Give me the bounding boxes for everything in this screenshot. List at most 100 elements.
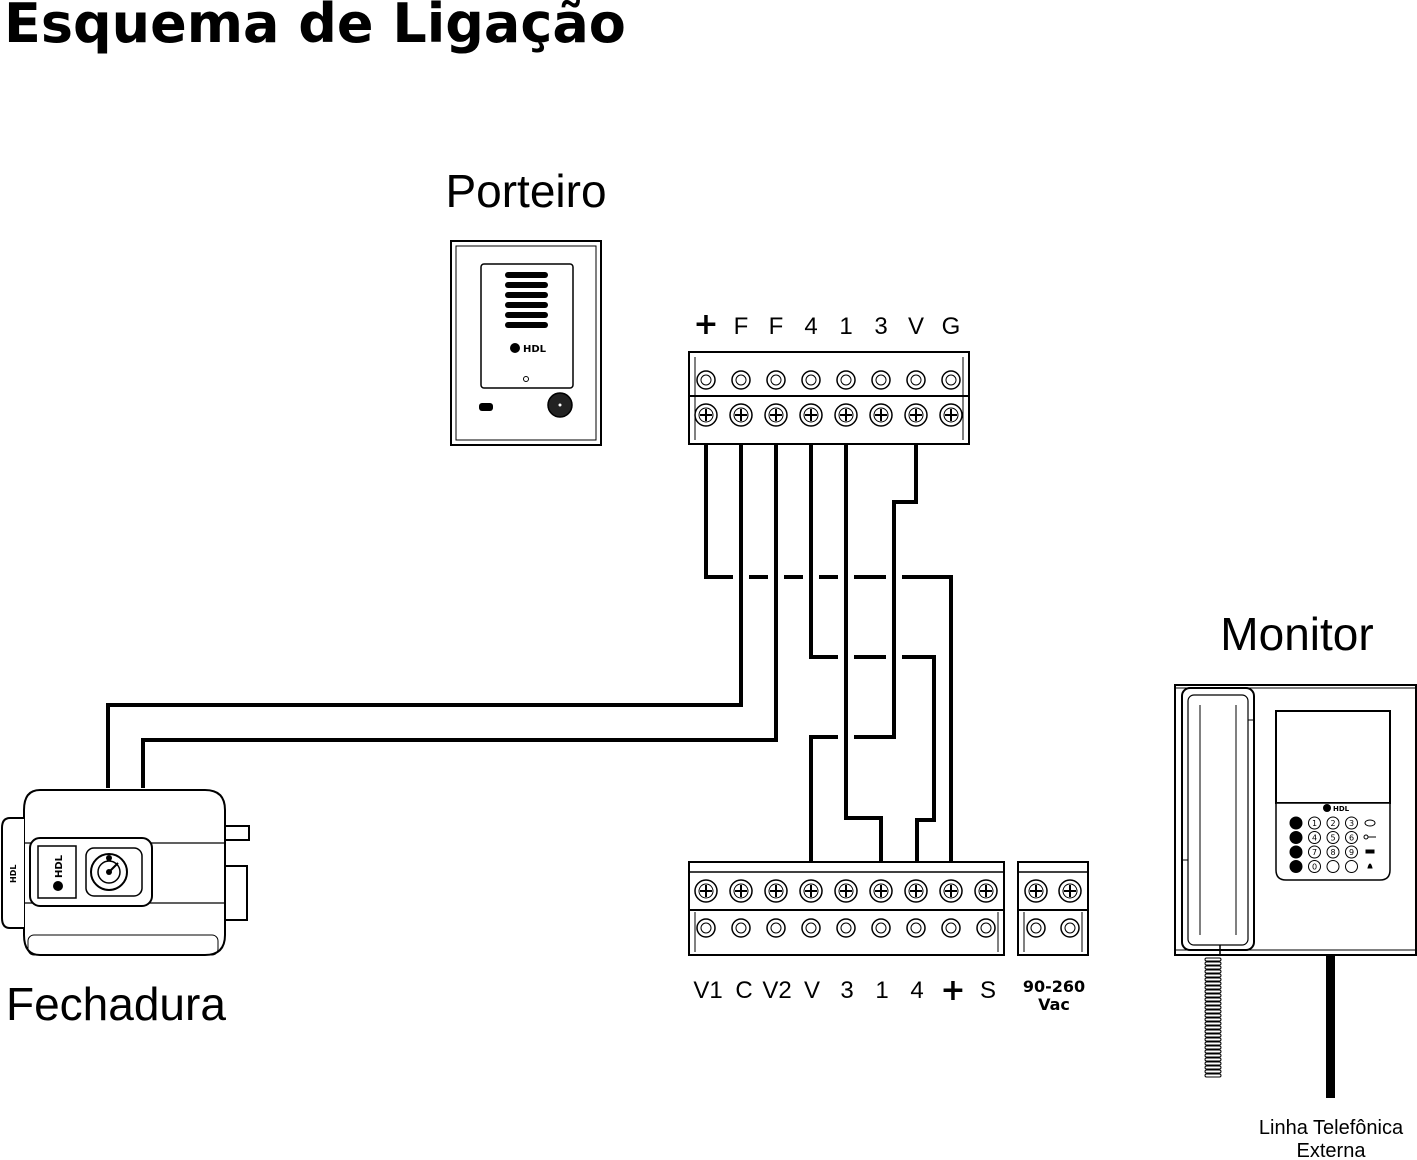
porteiro-terminal-block: + F F 4 1 3 V G xyxy=(688,307,970,445)
keypad-key[interactable]: 0 xyxy=(1308,860,1321,873)
cord-coil xyxy=(1204,981,1222,986)
wire-f2-fechadura xyxy=(141,444,778,788)
fechadura-bolt xyxy=(224,825,250,841)
cord-coil xyxy=(1204,1017,1222,1022)
central-label-1: 1 xyxy=(875,977,888,1004)
monitor-function-icons xyxy=(1363,819,1376,869)
wire-entry-hole xyxy=(766,370,786,390)
microphone-icon xyxy=(479,403,493,411)
screw-terminal-icon xyxy=(834,879,858,903)
screw-terminal-icon xyxy=(834,403,858,427)
cord-coil xyxy=(1204,1025,1222,1030)
cord-coil xyxy=(1204,973,1222,978)
porteiro-label: Porteiro xyxy=(445,165,606,217)
monitor-label: Monitor xyxy=(1220,608,1373,660)
fechadura-brand: HDL xyxy=(54,854,65,878)
keypad-key[interactable]: 8 xyxy=(1326,845,1340,859)
power-block-body xyxy=(1017,861,1089,956)
cord-coil xyxy=(1204,1057,1222,1062)
keypad-key[interactable]: 3 xyxy=(1345,816,1358,830)
cord-coil xyxy=(1204,1049,1222,1054)
central-block-body xyxy=(688,861,1005,956)
cord-coil xyxy=(1204,997,1222,1002)
cord-coil xyxy=(1204,1061,1222,1066)
keypad-key[interactable]: 2 xyxy=(1326,816,1340,830)
terminal-label-g: G xyxy=(942,313,961,340)
wire-f1-fechadura xyxy=(106,444,743,788)
page-title: Esquema de Ligação xyxy=(4,0,626,55)
cord-coil xyxy=(1204,985,1222,990)
bell-icon xyxy=(1367,863,1373,869)
phone-line-label-2: Externa xyxy=(1297,1140,1367,1160)
wire-plus xyxy=(704,444,953,862)
screw-terminal-icon xyxy=(694,403,718,427)
eye-icon xyxy=(1364,819,1376,827)
keypad-key-label: 4 xyxy=(1312,834,1317,843)
keypad-key[interactable]: 9 xyxy=(1345,845,1358,859)
central-label-v1: V1 xyxy=(693,977,722,1004)
porteiro-device: Porteiro HDL xyxy=(445,165,607,446)
cord-coil xyxy=(1204,977,1222,982)
coiled-cord-icon xyxy=(1204,945,1222,1078)
monitor-screen xyxy=(1275,710,1391,804)
wire-v xyxy=(809,444,918,862)
keypad-key-label: 0 xyxy=(1312,863,1317,872)
wire-entry-hole xyxy=(836,918,856,938)
power-terminal-block: 90-260 Vac xyxy=(1017,861,1089,1014)
monitor-brand: HDL xyxy=(1333,805,1350,813)
central-label-s: S xyxy=(980,977,996,1004)
wire-entry-hole xyxy=(976,918,996,938)
keypad-key-label: 3 xyxy=(1349,819,1354,828)
cord-coil xyxy=(1204,1013,1222,1018)
keypad-key[interactable] xyxy=(1345,860,1358,873)
fechadura-logo: HDL xyxy=(53,854,65,891)
cord-coil xyxy=(1204,1045,1222,1050)
keypad-key[interactable]: 6 xyxy=(1345,831,1358,844)
cord-coil xyxy=(1204,1009,1222,1014)
fechadura-device: HDL HDL Fechadura xyxy=(1,789,250,1030)
screw-terminal-icon xyxy=(1058,879,1082,903)
screw-terminal-icon xyxy=(764,879,788,903)
keypad-key[interactable]: 1 xyxy=(1308,816,1321,830)
terminal-label-4: 4 xyxy=(804,313,817,340)
wire-entry-hole xyxy=(731,918,751,938)
screw-terminal-icon xyxy=(939,403,963,427)
keypad-key[interactable] xyxy=(1289,831,1303,844)
keypad-key[interactable] xyxy=(1289,845,1303,859)
fechadura-label: Fechadura xyxy=(6,978,226,1030)
porteiro-screw-icon xyxy=(523,376,529,382)
porteiro-block-body xyxy=(688,351,970,445)
screw-terminal-icon xyxy=(904,879,928,903)
central-terminal-block: V1 C V2 V 3 1 4 + S xyxy=(688,861,1005,1008)
keypad-key[interactable]: 5 xyxy=(1326,831,1340,844)
keypad-key-label: 6 xyxy=(1349,834,1354,843)
keypad-key[interactable]: 4 xyxy=(1308,831,1321,844)
keypad-key-label: 2 xyxy=(1330,819,1335,828)
screw-terminal-icon xyxy=(869,879,893,903)
keypad-key[interactable] xyxy=(1289,816,1303,830)
cord-coil xyxy=(1204,957,1222,962)
wire-entry-hole xyxy=(871,918,891,938)
wire-entry-hole xyxy=(696,370,716,390)
screw-terminal-icon xyxy=(974,879,998,903)
terminal-label-plus: + xyxy=(693,307,718,342)
cord-coil xyxy=(1204,969,1222,974)
power-label-vac: Vac xyxy=(1038,995,1070,1014)
wire-entry-hole xyxy=(836,370,856,390)
cord-coil xyxy=(1204,993,1222,998)
wire-entry-hole xyxy=(871,370,891,390)
keypad-key[interactable] xyxy=(1326,860,1340,873)
central-label-v2: V2 xyxy=(762,977,791,1004)
wire-entry-hole xyxy=(1060,918,1080,938)
fechadura-latch xyxy=(224,865,248,921)
phone-line-cable xyxy=(1326,955,1335,1098)
cord-coil xyxy=(1204,989,1222,994)
keypad-key[interactable]: 7 xyxy=(1308,845,1321,859)
wire-entry-hole xyxy=(696,918,716,938)
terminal-label-f1: F xyxy=(734,313,749,340)
screw-terminal-icon xyxy=(729,879,753,903)
terminal-label-f2: F xyxy=(769,313,784,340)
cord-coil xyxy=(1204,1073,1222,1078)
keypad-key[interactable] xyxy=(1289,860,1303,873)
